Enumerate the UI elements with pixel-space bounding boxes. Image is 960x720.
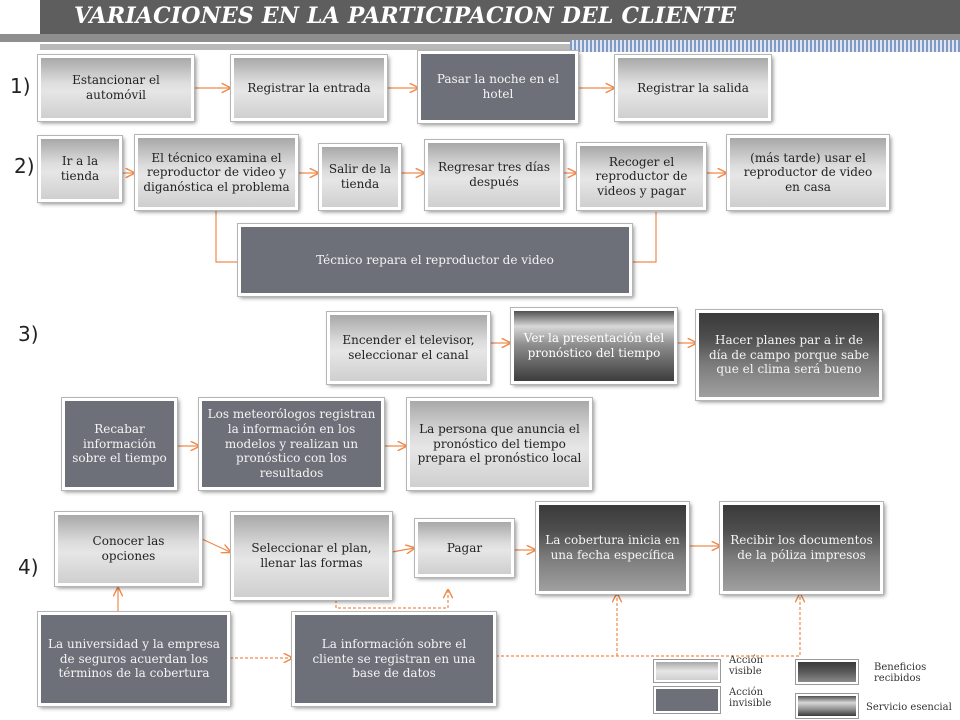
step-pay: Pagar xyxy=(415,519,514,577)
step-go-to-store: Ir a la tienda xyxy=(38,136,122,202)
step-select-plan: Seleccionar el plan, llenar las formas xyxy=(231,512,392,600)
legend-swatch-invisible xyxy=(654,687,720,713)
backstage-database-record: La información sobre el cliente se regis… xyxy=(292,612,496,706)
step-turn-on-tv: Encender el televisor, seleccionar el ca… xyxy=(327,312,490,384)
step-check-in: Registrar la entrada xyxy=(231,55,387,121)
section-number-1: 1) xyxy=(10,74,31,98)
step-stay-night: Pasar la noche en el hotel xyxy=(418,51,578,123)
page-title: VARIACIONES EN LA PARTICIPACION DEL CLIE… xyxy=(74,3,737,29)
step-pickup-and-pay: Recoger el reproductor de videos y pagar xyxy=(577,143,706,210)
legend-swatch-benefits xyxy=(796,660,858,684)
backstage-gather-weather: Recabar información sobre el tiempo xyxy=(62,398,177,490)
legend-label-core: Servicio esencial xyxy=(866,702,952,713)
step-use-at-home: (más tarde) usar el reproductor de video… xyxy=(727,135,889,210)
step-coverage-starts: La cobertura inicia en una fecha específ… xyxy=(536,502,689,594)
title-underline xyxy=(0,34,960,42)
legend-label-invisible: Acción invisible xyxy=(729,687,772,709)
title-bar xyxy=(40,0,960,34)
connector-2-backstage-out xyxy=(632,212,657,263)
step-technician-diagnose: El técnico examina el reproductor de vid… xyxy=(135,135,298,210)
arrow-4a xyxy=(201,538,230,552)
legend-swatch-core xyxy=(796,694,858,718)
section-number-3: 3) xyxy=(18,322,39,346)
arrow-4h xyxy=(496,594,800,657)
backstage-repair: Técnico repara el reproductor de video xyxy=(238,224,632,296)
title-stripe-pattern xyxy=(570,40,960,52)
title-underline-accent xyxy=(40,44,570,50)
step-leave-store: Salir de la tienda xyxy=(319,144,401,210)
step-plan-picnic: Hacer planes par a ir de día de campo po… xyxy=(696,310,882,400)
arrow-4b xyxy=(391,548,414,552)
step-receive-documents: Recibir los documentos de la póliza impr… xyxy=(720,502,883,594)
section-number-2: 2) xyxy=(14,154,35,178)
section-number-4: 4) xyxy=(18,555,39,579)
backstage-local-forecast: La persona que anuncia el pronóstico del… xyxy=(407,398,592,490)
connector-2-backstage-in xyxy=(215,210,238,263)
step-park-car: Estancionar el automóvil xyxy=(38,55,194,121)
backstage-meteorologists-model: Los meteorólogos registran la informació… xyxy=(199,398,384,490)
step-check-out: Registrar la salida xyxy=(615,55,771,121)
step-return-later: Regresar tres días después xyxy=(425,140,563,210)
step-watch-forecast: Ver la presentación del pronóstico del t… xyxy=(511,308,677,384)
step-learn-options: Conocer las opciones xyxy=(55,512,202,586)
legend-label-benefits: Beneficios recibidos xyxy=(874,662,927,684)
legend-label-visible: Acción visible xyxy=(729,655,764,677)
legend-swatch-visible xyxy=(654,660,720,682)
backstage-university-terms: La universidad y la empresa de seguros a… xyxy=(38,612,230,706)
